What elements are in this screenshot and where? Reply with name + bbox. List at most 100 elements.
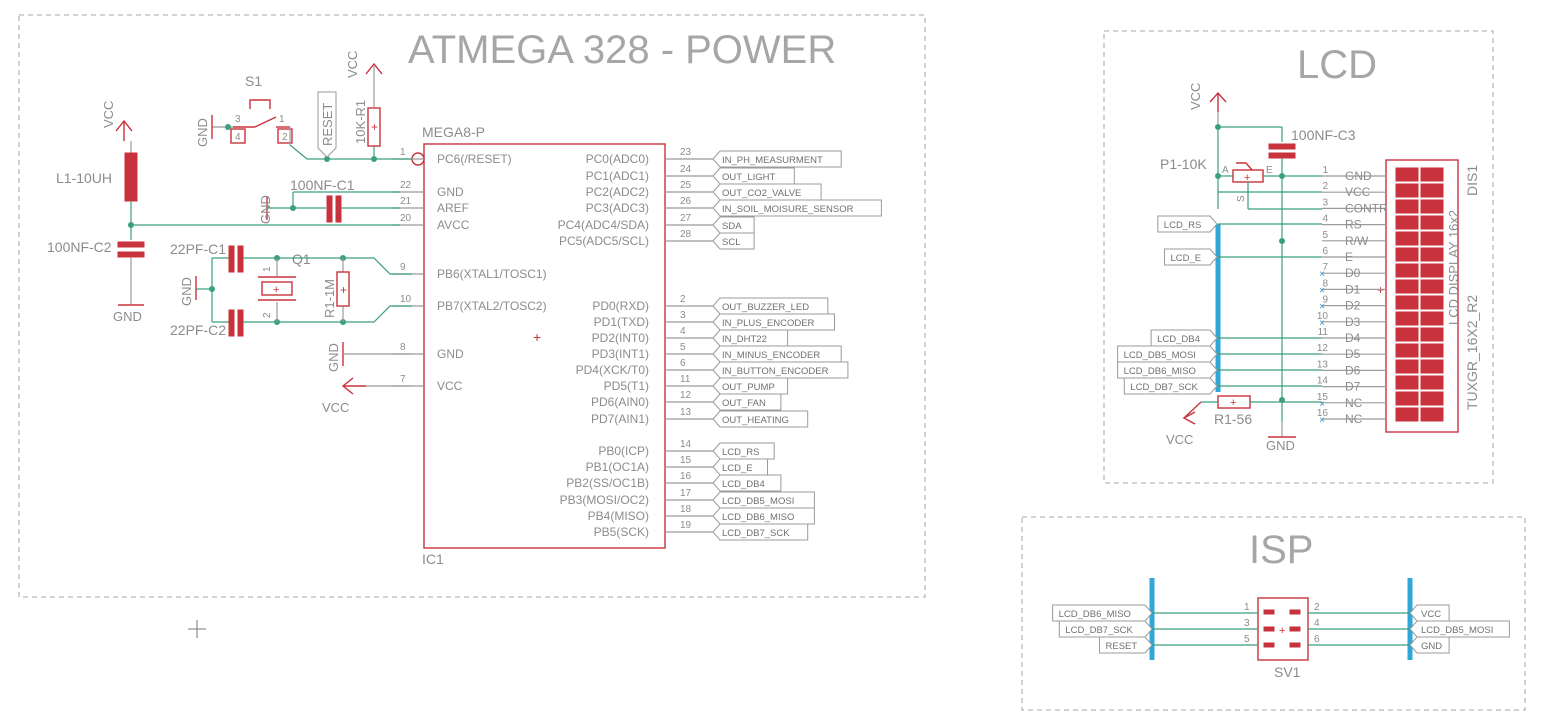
ic1-pin-number: 10: [400, 294, 412, 305]
svg-text:2: 2: [262, 312, 273, 318]
isp-left-label-box: [1058, 620, 1153, 638]
net-label-box: [712, 523, 809, 541]
resistor-r1-56[interactable]: +: [1217, 395, 1251, 409]
net-label: LCD_DB6_MISO: [722, 512, 794, 523]
ic1-pin-name: AREF: [437, 201, 469, 215]
ic1-pin-number: 23: [680, 147, 692, 158]
capacitor-22pf-c2[interactable]: [228, 309, 244, 337]
ic1-pin-number: 8: [400, 342, 406, 353]
net-label-box: [712, 199, 882, 217]
net-label-box: [712, 297, 829, 315]
ic1-microcontroller[interactable]: MEGA8-P IC1 +: [411, 124, 666, 567]
isp-pin-number: 4: [1314, 618, 1320, 629]
svg-text:GND: GND: [179, 277, 194, 306]
ic1-pin-number: 2: [680, 294, 686, 305]
isp-pin-number: 3: [1244, 618, 1250, 629]
lcd-net-label: LCD_RS: [1164, 220, 1202, 231]
ic1-pin-name: PC1(ADC1): [586, 169, 649, 183]
ic1-pin-name: PB2(SS/OC1B): [566, 476, 649, 490]
net-label: LCD_RS: [722, 447, 760, 458]
crystal-q1[interactable]: + 1 2: [258, 266, 296, 318]
ic1-pin-number: 19: [680, 520, 692, 531]
svg-text:+: +: [1244, 172, 1250, 184]
ic1-pin-name: PB0(ICP): [598, 444, 649, 458]
lcd-net-label: LCD_DB6_MISO: [1124, 366, 1196, 377]
isp-nets: LCD_DB6_MISO1LCD_DB7_SCK3RESET5VCC2LCD_D…: [1052, 602, 1510, 654]
lcd-pin-number: 9: [1322, 295, 1328, 306]
no-connect-mark: ×: [1319, 285, 1325, 296]
capacitor-c3[interactable]: [1268, 143, 1296, 159]
ic1-pin-number: 17: [680, 488, 692, 499]
net-label: SCL: [722, 237, 740, 248]
lcd-pin-name: D3: [1345, 315, 1361, 329]
power-sheet-title: ATMEGA 328 - POWER: [408, 28, 836, 72]
ic1-pin-name: GND: [437, 185, 464, 199]
vcc-symbol-lcd: VCC: [1188, 83, 1227, 112]
lcd-net-label-box: [1157, 215, 1218, 233]
capacitor-c2-label: 100NF-C2: [47, 239, 112, 255]
isp-right-label: GND: [1421, 641, 1442, 652]
net-label-box: [712, 167, 795, 185]
capacitor-c2[interactable]: [117, 241, 145, 258]
net-label: IN_PH_MEASURMENT: [722, 155, 823, 166]
net-label-box: [712, 491, 815, 509]
net-label-box: [712, 150, 842, 168]
lcd-sheet-title: LCD: [1297, 43, 1377, 87]
lcd-pin-number: 2: [1322, 181, 1328, 192]
no-connect-mark: ×: [1319, 415, 1325, 426]
capacitor-c1-100nf[interactable]: [326, 195, 342, 223]
ic1-pin-number: 24: [680, 164, 692, 175]
lcd-display-value: TUXGR_16X2_R2: [1464, 295, 1480, 410]
lcd-display-dis1[interactable]: +: [1377, 159, 1459, 433]
svg-text:RESET: RESET: [320, 103, 335, 146]
ic1-pin-number: 22: [400, 180, 412, 191]
ic1-pin-name: PD1(TXD): [594, 315, 649, 329]
lcd-sheet-frame: [1103, 30, 1494, 484]
lcd-pin-name: R/W: [1345, 234, 1369, 248]
lcd-pin-number: 16: [1317, 408, 1329, 419]
svg-text:A: A: [1222, 165, 1229, 176]
lcd-net-label: LCD_DB4: [1157, 334, 1200, 345]
resistor-r1-1m-label: R1-1M: [322, 279, 337, 318]
lcd-pin-name: D2: [1345, 299, 1361, 313]
ic1-pin-name: PD7(AIN1): [591, 412, 649, 426]
ic1-pin-name: PD6(AIN0): [591, 395, 649, 409]
ic1-pin-name: AVCC: [437, 218, 470, 232]
isp-header-sv1[interactable]: +: [1257, 597, 1309, 661]
ic1-name: IC1: [422, 551, 444, 567]
net-label-box: [712, 458, 768, 476]
net-label: IN_PLUS_ENCODER: [722, 318, 815, 329]
capacitor-22pf-c1[interactable]: [228, 245, 244, 273]
ic1-pin-number: 27: [680, 213, 692, 224]
net-label-box: [712, 393, 782, 411]
resistor-r1-1m[interactable]: +: [336, 271, 350, 307]
net-label: SDA: [722, 221, 742, 232]
lcd-pin-name: CONTR: [1345, 201, 1388, 215]
lcd-net-label: LCD_E: [1171, 253, 1202, 264]
isp-left-label: LCD_DB6_MISO: [1059, 609, 1131, 620]
ic1-value: MEGA8-P: [422, 124, 485, 140]
lcd-pin-number: 5: [1322, 230, 1328, 241]
inductor-l1[interactable]: [124, 152, 138, 202]
ic1-pin-name: PD2(INT0): [592, 331, 649, 345]
ic1-pin-number: 20: [400, 213, 412, 224]
net-label: LCD_DB4: [722, 479, 765, 490]
lcd-pin-number: 13: [1317, 359, 1329, 370]
svg-text:VCC: VCC: [322, 400, 349, 415]
svg-text:VCC: VCC: [345, 51, 360, 78]
ic1-pin-name: GND: [437, 347, 464, 361]
svg-text:4: 4: [235, 132, 241, 143]
ic1-pin-name: PB7(XTAL2/TOSC2): [437, 299, 547, 313]
lcd-pin-name: E: [1345, 250, 1353, 264]
lcd-pin-name: RS: [1345, 218, 1362, 232]
net-label-box: [712, 345, 842, 363]
switch-s1[interactable]: 3 4 1 2: [230, 99, 293, 144]
ic1-pin-number: 9: [400, 262, 406, 273]
crystal-q1-label: Q1: [292, 251, 311, 267]
lcd-net-label-box: [1117, 361, 1218, 379]
lcd-pin-number: 12: [1317, 343, 1329, 354]
resistor-10k-r1[interactable]: +: [367, 107, 381, 147]
lcd-pin-number: 8: [1322, 278, 1328, 289]
lcd-pin-name: VCC: [1345, 185, 1371, 199]
